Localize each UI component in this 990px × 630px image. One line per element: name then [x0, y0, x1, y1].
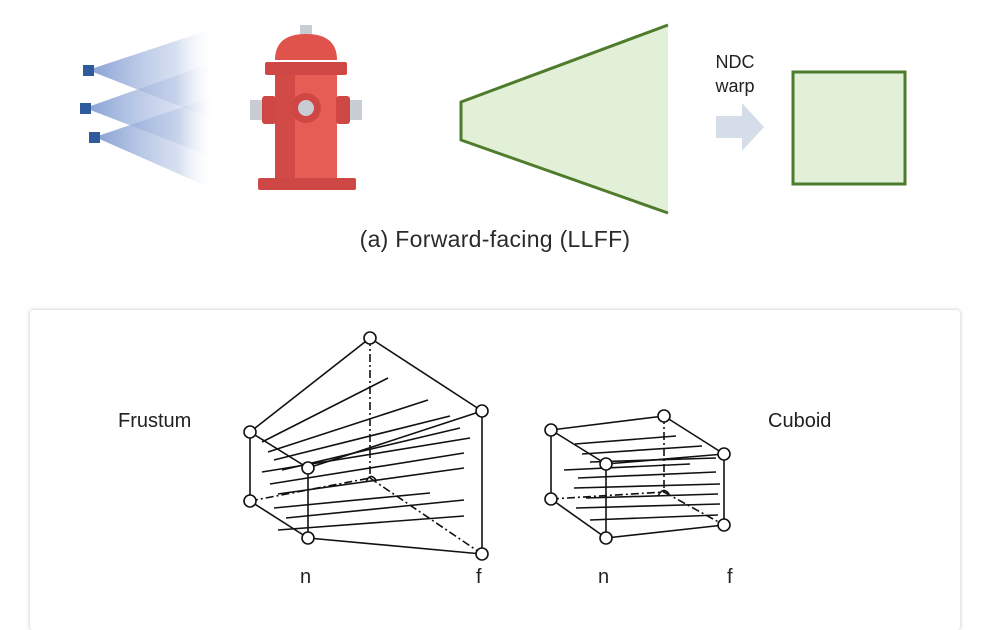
warp-label-ndc: NDC [716, 52, 755, 72]
arrow-right-icon [716, 103, 764, 151]
bottom-panel: Frustum Cuboid n f n f [30, 310, 960, 630]
camera-rays-icon [85, 28, 215, 190]
camera-icon [80, 65, 100, 143]
figure-caption: (a) Forward-facing (LLFF) [359, 226, 631, 252]
fire-hydrant-icon [250, 25, 362, 190]
figure-canvas: NDC warp [80, 23, 907, 215]
frustum-far-label: f [476, 566, 482, 588]
cuboid-label: Cuboid [768, 410, 832, 432]
frustum-vertices [243, 331, 489, 561]
cuboid-far-label: f [727, 566, 733, 588]
frustum-cuboid-diagram [243, 331, 731, 561]
frustum-label: Frustum [118, 410, 192, 432]
warp-label-warp: warp [714, 76, 754, 96]
frustum-shape [459, 23, 669, 215]
frustum-wireframe [249, 337, 483, 555]
ndc-square-shape [791, 70, 907, 186]
frustum-near-label: n [300, 566, 312, 588]
cuboid-wireframe [550, 415, 725, 539]
cuboid-vertices [544, 409, 731, 545]
cuboid-near-label: n [598, 566, 610, 588]
